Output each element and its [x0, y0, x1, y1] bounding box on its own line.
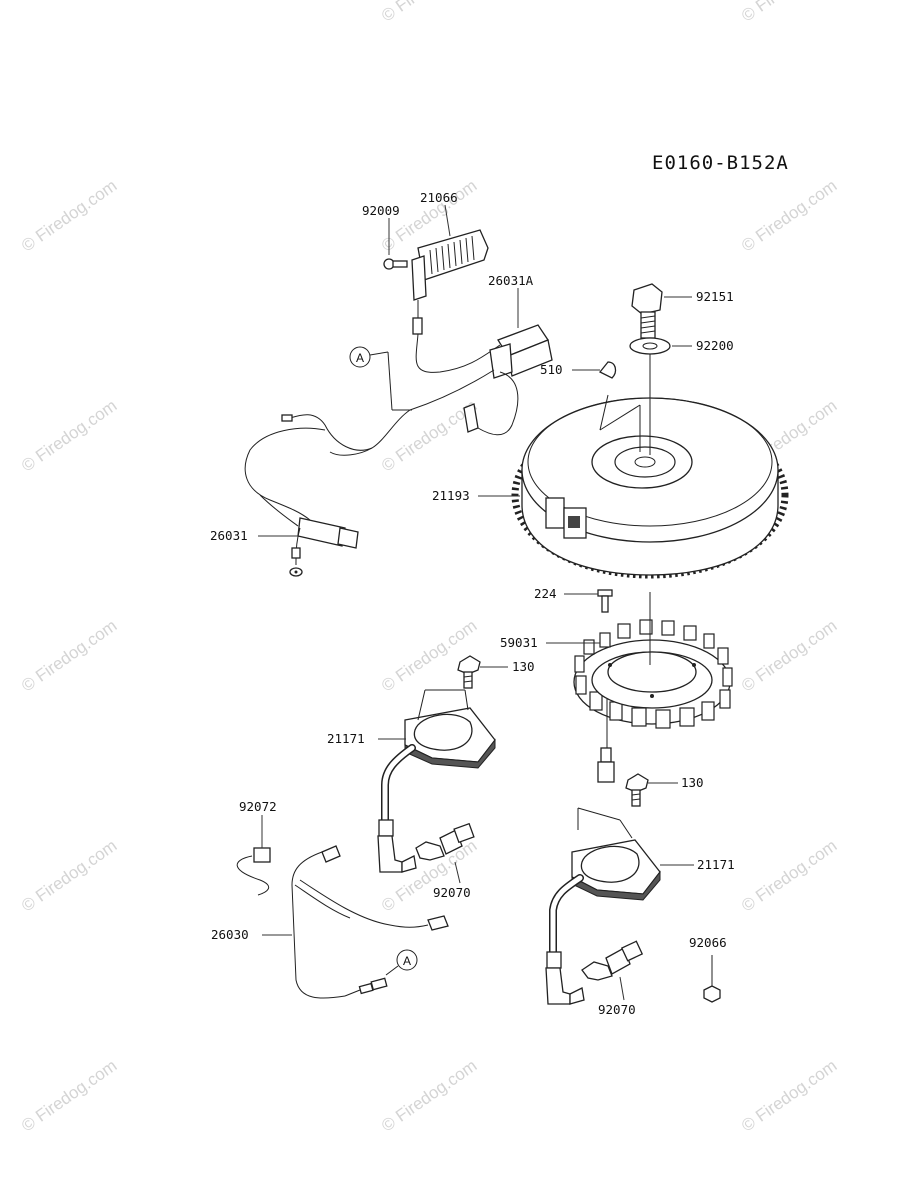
spark-plug-part[interactable]: [581, 940, 644, 981]
spark-plug-part[interactable]: [415, 822, 475, 861]
washer-part[interactable]: [629, 337, 671, 355]
diagram-code: E0160-B152A: [652, 152, 789, 174]
part-label-26030: 26030: [211, 927, 249, 942]
flywheel-part[interactable]: [511, 394, 789, 579]
part-label-26031a: 26031A: [488, 273, 534, 288]
regulator-part[interactable]: [411, 229, 501, 373]
harness-part[interactable]: [409, 324, 553, 436]
part-label-510: 510: [540, 362, 563, 377]
nut-part[interactable]: [703, 955, 721, 1003]
clip-part[interactable]: [236, 847, 271, 896]
part-label-26031: 26031: [210, 528, 248, 543]
bolt-part[interactable]: [631, 283, 663, 339]
part-label-59031: 59031: [500, 635, 538, 650]
key-part[interactable]: [598, 361, 617, 379]
part-label-92200: 92200: [696, 338, 734, 353]
part-label-130: 130: [681, 775, 704, 790]
screw-part[interactable]: [383, 258, 408, 270]
svg-text:A: A: [356, 351, 364, 365]
wire-harness-part[interactable]: [244, 409, 411, 577]
part-label-21171: 21171: [327, 731, 365, 746]
ignition-coil-part[interactable]: [377, 689, 496, 873]
part-label-21171: 21171: [697, 857, 735, 872]
part-label-92072: 92072: [239, 799, 277, 814]
part-label-224: 224: [534, 586, 557, 601]
stator-part[interactable]: [573, 592, 733, 783]
part-label-92066: 92066: [689, 935, 727, 950]
part-label-130: 130: [512, 659, 535, 674]
svg-text:A: A: [403, 954, 411, 968]
part-label-92009: 92009: [362, 203, 400, 218]
part-label-92151: 92151: [696, 289, 734, 304]
reference-marker-a: A: [385, 949, 418, 976]
part-label-21193: 21193: [432, 488, 470, 503]
part-label-21066: 21066: [420, 190, 458, 205]
screw-part[interactable]: [625, 773, 649, 807]
part-label-92070: 92070: [433, 885, 471, 900]
screw-part[interactable]: [457, 655, 481, 689]
part-label-92070: 92070: [598, 1002, 636, 1017]
lead-wire-part[interactable]: [291, 845, 449, 999]
reference-marker-a: A: [349, 346, 412, 411]
ignition-coil-part[interactable]: [545, 807, 661, 1005]
screw-part[interactable]: [597, 589, 613, 613]
